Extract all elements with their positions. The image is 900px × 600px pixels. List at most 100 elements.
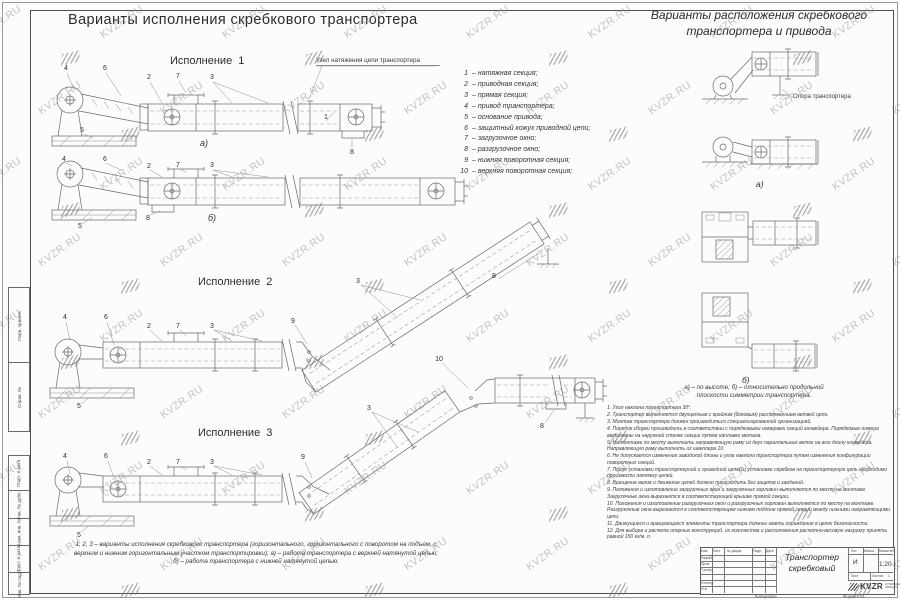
variant-2-label: Исполнение 2: [198, 276, 273, 288]
sheets-label: Листов: [872, 574, 884, 578]
variant-1a-drawing: 4 6 2 7 3 5 1 8 а): [51, 65, 437, 156]
callout-label: 2: [147, 459, 151, 466]
legend-text: – основание привода;: [472, 113, 543, 121]
legend-item: 1– натяжная секция;: [456, 69, 671, 80]
callout-label: 10: [435, 356, 443, 363]
legend-num: 1: [464, 70, 468, 77]
title-block-line: [848, 554, 893, 555]
legend-item: 3– прямая секция;: [456, 91, 671, 102]
callout-label: 8: [146, 215, 150, 222]
title-block-line: [700, 574, 776, 575]
view-b-label: б): [742, 375, 750, 385]
row-tkontr: Т.контр.: [701, 568, 714, 572]
variant-1-label: Исполнение 1: [170, 55, 245, 67]
arrangement-caption: а) – по высоте; б) – относительно продол…: [684, 384, 824, 400]
legend-num: 10: [460, 168, 468, 176]
footer-kopiroval: Копировал: [755, 594, 777, 599]
note-item: 5. На монтаже по месту выполнить направл…: [607, 439, 873, 453]
arrangement-side-views: [702, 48, 819, 170]
title-block-line: [863, 547, 864, 572]
callout-label: 7: [176, 162, 180, 169]
legend-num: 4: [464, 102, 468, 110]
legend-item: 5 – основание привода;: [456, 113, 671, 124]
col-list: Лист: [713, 549, 721, 553]
legend-text: – разгрузочное окно;: [472, 146, 541, 154]
legend-item: 2– приводная секция;: [456, 80, 671, 91]
legend-text: – верхняя поворотная секция;: [472, 168, 573, 176]
col-podp: Подп.: [753, 549, 763, 553]
note-item: 9. Положения и изготовление загрузочных …: [607, 487, 867, 500]
callout-label: 5: [78, 223, 82, 230]
sheet-label: Лист: [851, 574, 859, 578]
logo-subtitle: КОТЕЛЬНЫЙ ЗАВОД РФ: [884, 582, 900, 590]
variant-3-drawing: 4 6 2 7 3 9 3 10 8 5: [49, 356, 607, 539]
footer-format: Формат А1: [843, 594, 865, 599]
callout-label: 6: [104, 314, 108, 321]
title-block-line: [848, 580, 893, 581]
callout-label: 3: [210, 74, 214, 81]
margin-cell: Справ. №: [8, 362, 30, 432]
note-item: 11. Движущиеся и вращающиеся элементы тр…: [607, 520, 869, 527]
legend-text: – нижняя поворотная секция;: [472, 157, 571, 165]
callout-label: 2: [147, 323, 151, 330]
mass-header: Масса: [864, 549, 875, 553]
tension-node-label: Узел натяжения цепи транспортера: [316, 57, 440, 66]
note-item: 3. Монтаж транспортера должен производит…: [607, 419, 812, 425]
note-item: 7. После установки транспортерной и прив…: [607, 466, 887, 480]
legend-item: 4– привод транспортера;: [456, 102, 671, 113]
company-logo: KVZR КОТЕЛЬНЫЙ ЗАВОД РФ: [847, 582, 900, 591]
view-b1-label: б): [208, 213, 216, 223]
document-title: Транспортер скребковый: [785, 552, 839, 574]
legend-text: – защитный кожух приводной цепи;: [472, 124, 591, 132]
callout-label: 9: [301, 454, 305, 461]
legend-num: 6: [464, 124, 468, 132]
callout-label: 3: [210, 459, 214, 466]
callout-label: 8: [492, 273, 496, 280]
title-block-line: [724, 547, 725, 593]
callout-label: 5: [77, 403, 81, 410]
legend-num: 5: [464, 113, 468, 121]
variant-3-label: Исполнение 3: [198, 427, 273, 439]
note-item: 8. Вращение валов и движение цепей должн…: [607, 480, 805, 486]
scale-value: 1:20: [879, 561, 892, 568]
margin-cell: Инв. № подл.: [8, 569, 30, 598]
logo-sub-line1: КОТЕЛЬНЫЙ: [884, 582, 900, 586]
title-block-line: [700, 567, 776, 568]
callout-label: 8: [540, 423, 544, 430]
support-label: Опора транспортера: [793, 94, 851, 100]
logo-sub-line2: ЗАВОД РФ: [884, 585, 899, 589]
col-doc: № докум.: [727, 549, 742, 553]
col-data: Дата: [766, 549, 774, 553]
callout-label: 5: [80, 127, 84, 134]
note-item: 10. Положения и изготовление разгрузочны…: [607, 500, 891, 520]
callout-label: 4: [62, 156, 66, 163]
notes-block: 1. Угол наклона транспортера 30°. 2. Тра…: [607, 405, 890, 541]
callout-label: 2: [147, 74, 151, 81]
note-item: 1. Угол наклона транспортера 30°.: [607, 405, 692, 411]
callout-label: 3: [210, 323, 214, 330]
legend: 1– натяжная секция; 2– приводная секция;…: [456, 69, 671, 178]
legend-text: – прямая секция;: [472, 91, 528, 99]
bottom-note: 1, 2, 3 – варианты исполнения скребковог…: [74, 541, 438, 566]
title-block-line: [765, 547, 766, 593]
note-item: 2. Транспортер выполняется двухцепным с …: [607, 412, 829, 418]
callout-label: 4: [63, 453, 67, 460]
logo-text: KVZR: [860, 582, 883, 591]
callout-label: 3: [367, 405, 371, 412]
title-block-line: [870, 572, 871, 580]
callout-label: 6: [104, 453, 108, 460]
lit-header: Лит.: [851, 549, 858, 553]
callout-label: 5: [77, 532, 81, 539]
callout-label: 6: [103, 65, 107, 72]
callout-label: 3: [210, 162, 214, 169]
title-block-line: [752, 547, 753, 593]
callout-label: 2: [147, 163, 151, 170]
page-title-left: Варианты исполнения скребкового транспор…: [68, 12, 418, 28]
row-nkontr: Н.контр.: [701, 581, 715, 585]
callout-label: 8: [350, 149, 354, 156]
callout-label: 7: [176, 323, 180, 330]
legend-num: 7: [464, 135, 468, 143]
